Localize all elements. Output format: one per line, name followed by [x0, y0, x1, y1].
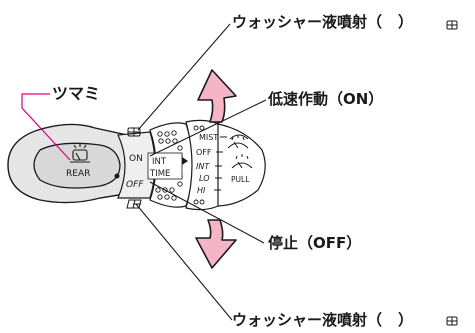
leader-tsumami [21, 93, 71, 161]
front-washer-icon [227, 134, 249, 149]
up-arrow-icon [197, 69, 237, 123]
int-time-box [147, 152, 183, 180]
front-wiper-pull-icon [231, 154, 253, 169]
front-pos-mist: MIST [199, 133, 218, 142]
front-pos-off: OFF [196, 148, 212, 157]
time-label: TIME [149, 169, 170, 179]
washer-spray-label-bottom-close: ） [398, 311, 414, 329]
washer-spray-label-top: ウォッシャー液噴射（ ） [232, 15, 413, 30]
stop-label: 停止（OFF） [268, 234, 362, 252]
rear-washer-icon [127, 127, 141, 137]
rear-wiper-icon [70, 144, 90, 163]
washer-spray-label-bottom: ウォッシャー液噴射（ ） [232, 313, 413, 328]
leader-stop [149, 181, 265, 244]
int-label: INT [152, 157, 167, 167]
front-pull-label: PULL [231, 175, 250, 184]
low-speed-label: 低速作動（ON） [268, 90, 384, 108]
knob-label-rear: REAR [66, 169, 90, 179]
leader-washer-bottom [135, 203, 233, 321]
front-pos-hi: HI [197, 186, 206, 195]
washer-spray-label-top-close: ） [398, 13, 414, 31]
front-pos-lo: LO [199, 174, 210, 183]
rear-knob[interactable] [33, 142, 121, 189]
down-arrow-icon [195, 219, 237, 269]
washer-spray-label-bottom-text: ウォッシャー液噴射（ [232, 311, 383, 329]
leader-washer-top [137, 23, 231, 131]
leader-low-speed [149, 99, 267, 157]
grip-dots [155, 125, 205, 205]
front-pos-int: INT [196, 162, 210, 171]
callout-washer-icon-bottom [446, 316, 458, 326]
tsumami-label: ツマミ [52, 84, 101, 103]
washer-spray-label-top-text: ウォッシャー液噴射（ [232, 13, 383, 31]
knob-pos-off: OFF [126, 180, 144, 190]
callout-washer-icon-top [446, 20, 458, 30]
knob-pos-on: ON [129, 154, 143, 164]
